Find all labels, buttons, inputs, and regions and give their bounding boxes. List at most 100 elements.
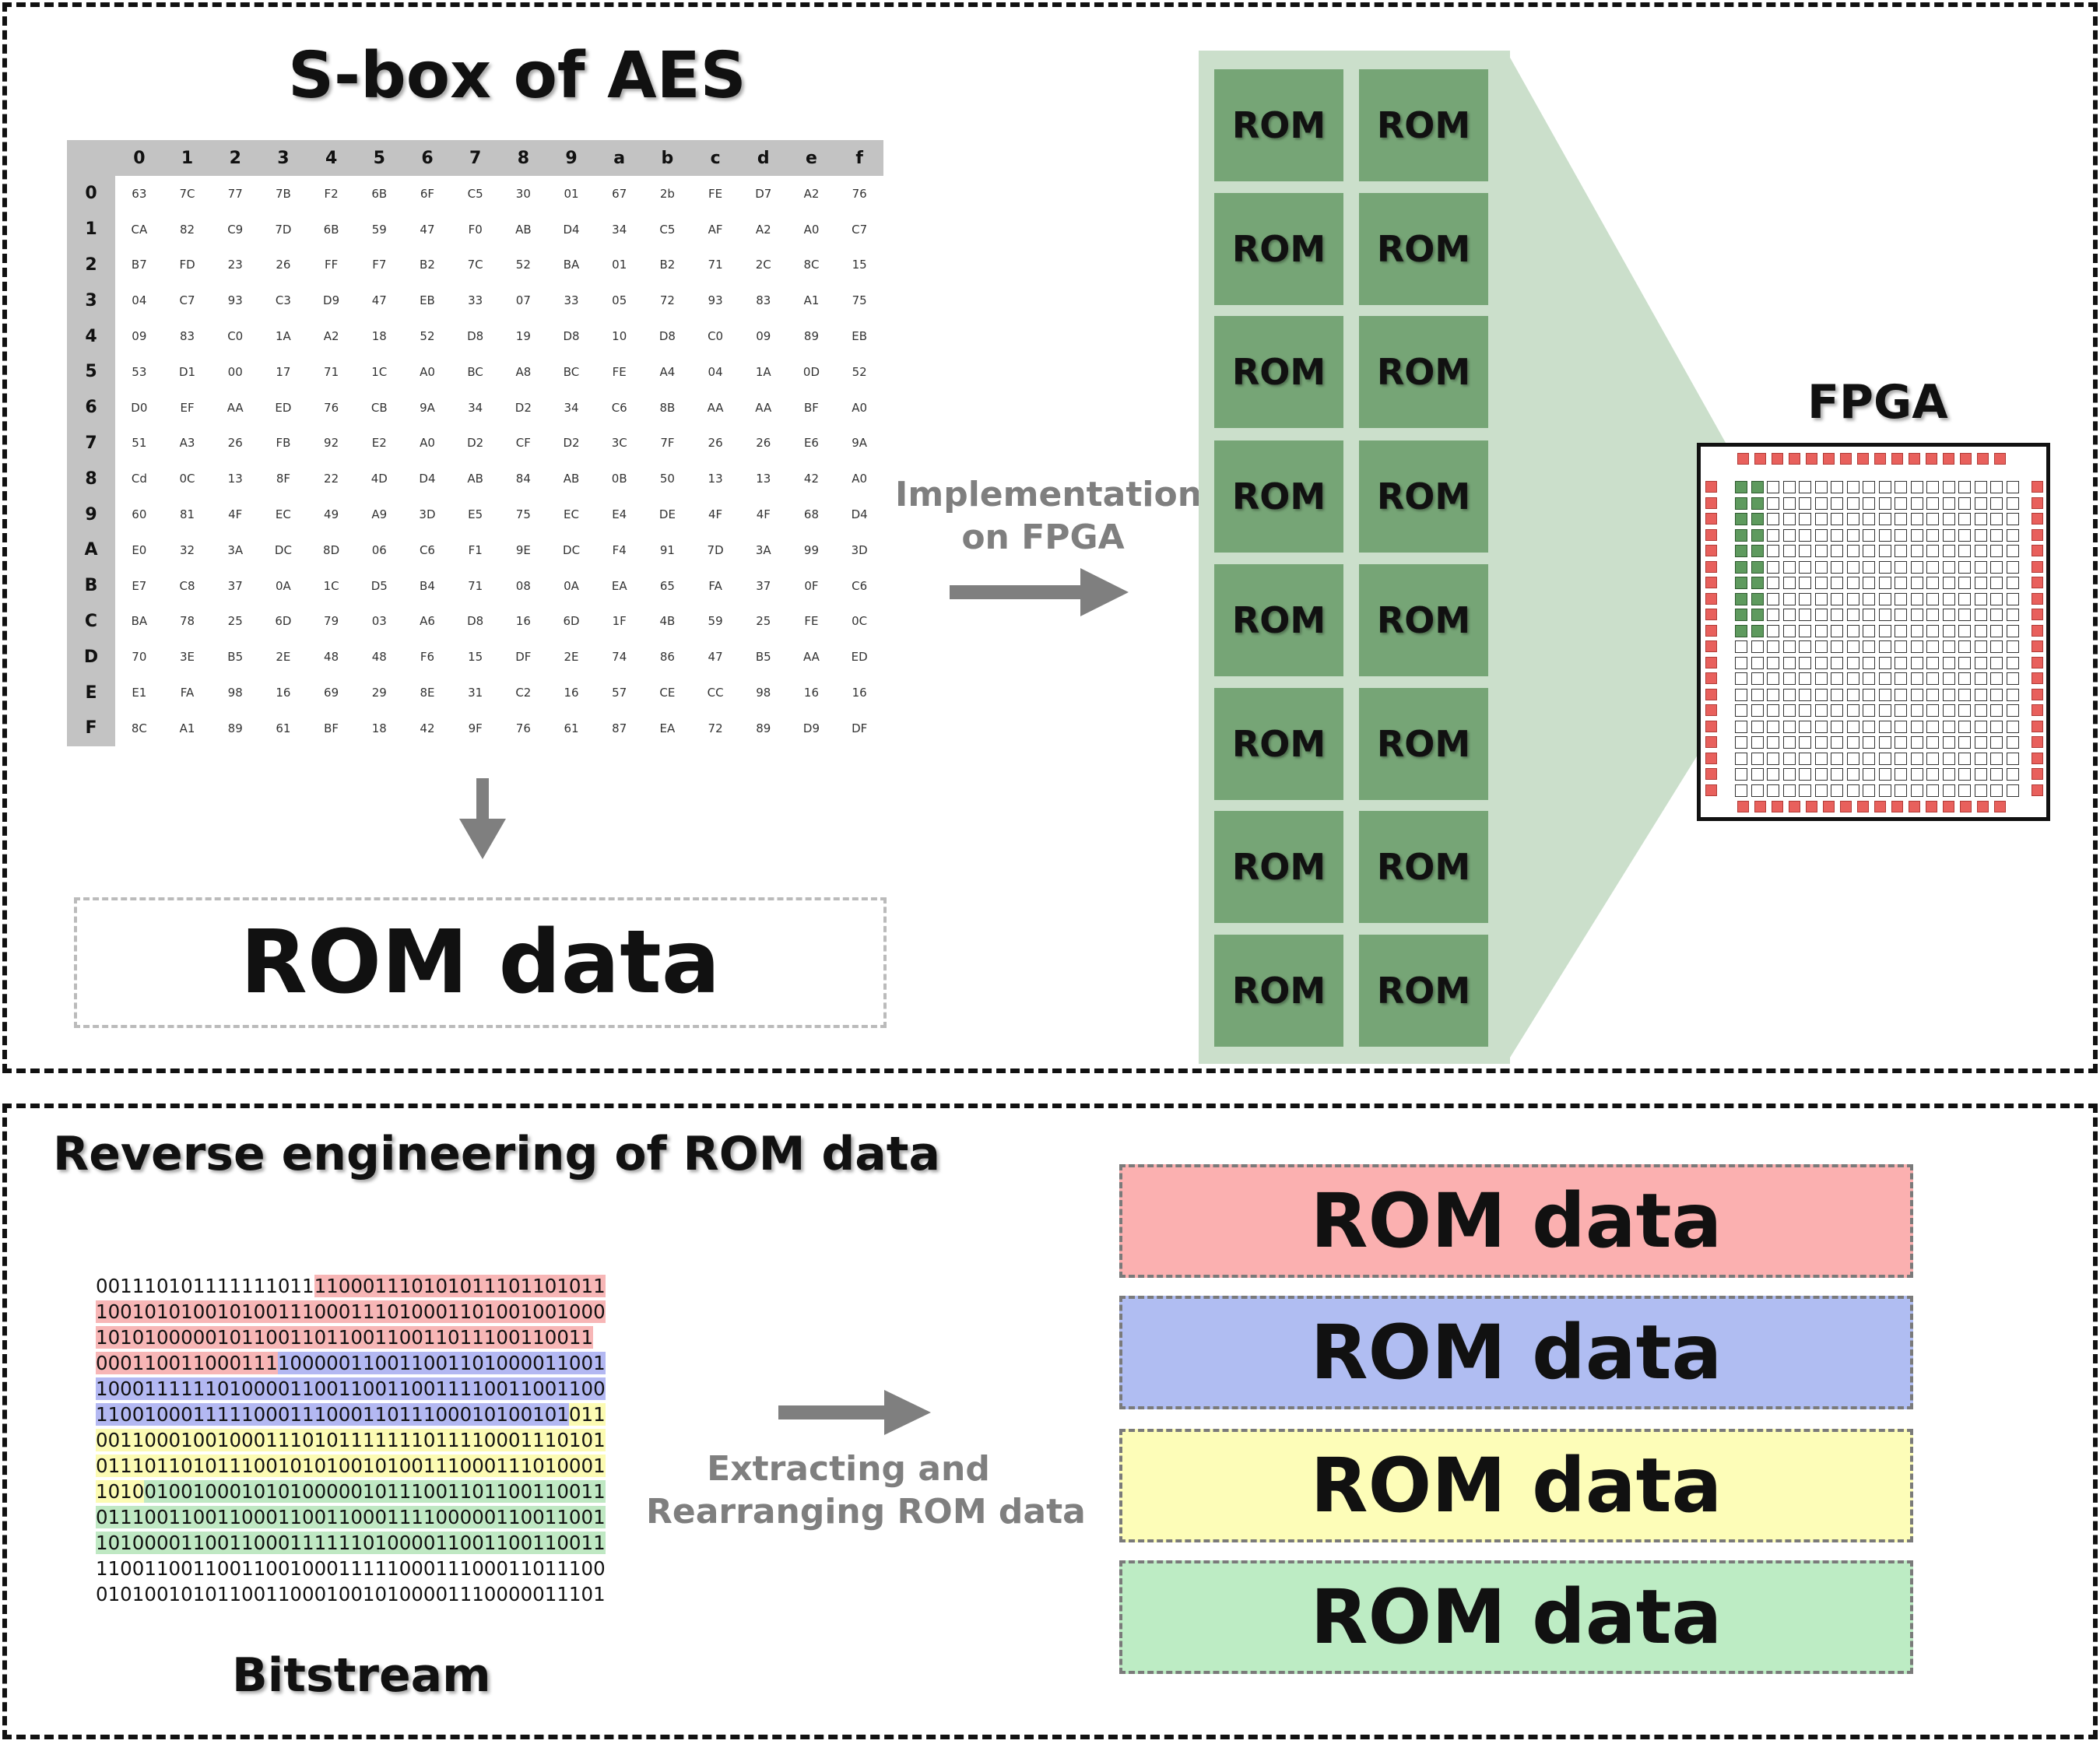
logic-cell <box>1846 528 1859 542</box>
logic-cell <box>1942 528 1955 542</box>
logic-cell <box>1814 609 1828 621</box>
bitstream-line: 0111011010111001010100101001110001110100… <box>96 1453 606 1479</box>
sbox-cell: 13 <box>708 472 723 486</box>
logic-cell <box>1910 513 1923 525</box>
logic-cell <box>1942 720 1955 733</box>
logic-cell <box>1926 704 1939 717</box>
logic-cell <box>1767 513 1779 525</box>
sbox-cell: 63 <box>132 186 147 201</box>
logic-cell <box>1814 560 1828 574</box>
logic-cell <box>1926 768 1939 781</box>
io-pad <box>1926 801 1937 812</box>
sbox-cell: 26 <box>708 436 723 451</box>
logic-cell <box>1990 560 2003 574</box>
io-pad <box>2032 640 2043 652</box>
sbox-cell: 31 <box>468 686 483 700</box>
logic-cell <box>1878 688 1891 701</box>
logic-cell <box>1910 736 1923 749</box>
sbox-row-header: 8 <box>67 461 115 497</box>
logic-cell <box>1990 545 2003 557</box>
io-pad <box>1806 453 1817 465</box>
io-pad <box>1823 801 1835 812</box>
sbox-cell: 72 <box>659 293 675 308</box>
logic-cell <box>1895 704 1907 717</box>
logic-cell <box>1990 688 2003 701</box>
logic-cell <box>1990 720 2003 733</box>
sbox-cell: DF <box>515 650 532 665</box>
logic-cell <box>1958 672 1971 685</box>
bitstream-segment-yellow: 1010 <box>96 1480 145 1503</box>
sbox-cell: 71 <box>468 578 483 593</box>
sbox-cell: 01 <box>564 186 579 201</box>
sbox-cell: 3E <box>180 650 195 665</box>
sbox-cell: 6D <box>275 614 292 629</box>
extract-arrow-head <box>884 1390 931 1435</box>
logic-cell <box>2006 688 2019 701</box>
io-pad <box>1943 801 1954 812</box>
logic-cell <box>1910 784 1923 797</box>
sbox-cell: 48 <box>371 650 387 665</box>
logic-cell <box>1974 609 1987 621</box>
sbox-cell: 0B <box>611 472 627 486</box>
sbox-cell: DF <box>852 721 868 735</box>
logic-cell <box>1990 672 2003 685</box>
logic-cell <box>1751 640 1764 653</box>
sbox-cell: 86 <box>659 650 675 665</box>
logic-cell <box>1910 481 1923 493</box>
sbox-cell: 00 <box>227 364 243 379</box>
sbox-cell: A6 <box>420 614 435 629</box>
logic-cell <box>1926 513 1939 525</box>
logic-cell <box>1878 545 1891 557</box>
sbox-cell: E2 <box>371 436 387 451</box>
sbox-col-header: 6 <box>403 140 451 176</box>
logic-cell <box>1895 688 1907 701</box>
sbox-cell: E5 <box>468 507 483 522</box>
io-pad <box>1705 481 1717 493</box>
logic-cell <box>2006 592 2019 605</box>
bitstream-segment-blue: 110010001111100011100011011100010100101 <box>96 1403 569 1426</box>
logic-cell <box>1942 624 1955 637</box>
logic-cell <box>1863 640 1875 653</box>
sbox-cell: 84 <box>515 472 531 486</box>
logic-cell <box>2006 609 2019 621</box>
logic-cell <box>1926 656 1939 669</box>
sbox-cell: 2E <box>564 650 579 665</box>
logic-cell <box>1895 592 1907 605</box>
io-pad <box>1705 513 1717 525</box>
bitstream-line: 1010000110011000111111010000110011001100… <box>96 1530 606 1556</box>
used-logic-cell <box>1735 609 1747 621</box>
logic-cell <box>1878 609 1891 621</box>
logic-cell <box>1782 624 1796 637</box>
sbox-cell: CA <box>131 222 148 237</box>
sbox-cell: 30 <box>515 186 531 201</box>
sbox-cell: 7C <box>467 258 483 272</box>
logic-cell <box>1958 481 1971 493</box>
sbox-cell: BF <box>804 400 819 415</box>
sbox-cell: C3 <box>275 293 291 308</box>
logic-cell <box>1926 545 1939 557</box>
bitstream-segment-yellow: 011 <box>568 1403 606 1426</box>
sbox-cell: CF <box>515 436 531 451</box>
logic-cell <box>1767 720 1779 733</box>
logic-cell <box>2006 768 2019 781</box>
logic-cell <box>1799 560 1811 574</box>
used-logic-cell <box>1751 481 1764 493</box>
sbox-cell: 74 <box>612 650 627 665</box>
logic-cell <box>1863 560 1875 574</box>
logic-cell <box>1751 656 1764 669</box>
rom-block: ROM <box>1359 316 1488 428</box>
sbox-cell: 93 <box>227 293 243 308</box>
sbox-cell: D8 <box>467 614 484 629</box>
sbox-cell: FE <box>804 614 819 629</box>
sbox-cell: 4F <box>708 507 723 522</box>
io-pad <box>1960 801 1972 812</box>
sbox-row-header: 2 <box>67 247 115 283</box>
logic-cell <box>1831 752 1843 765</box>
sbox-cell: 42 <box>420 721 435 735</box>
logic-cell <box>1735 704 1747 717</box>
logic-cell <box>1863 704 1875 717</box>
io-pad <box>1705 752 1717 764</box>
logic-cell <box>1974 592 1987 605</box>
logic-cell <box>2006 640 2019 653</box>
